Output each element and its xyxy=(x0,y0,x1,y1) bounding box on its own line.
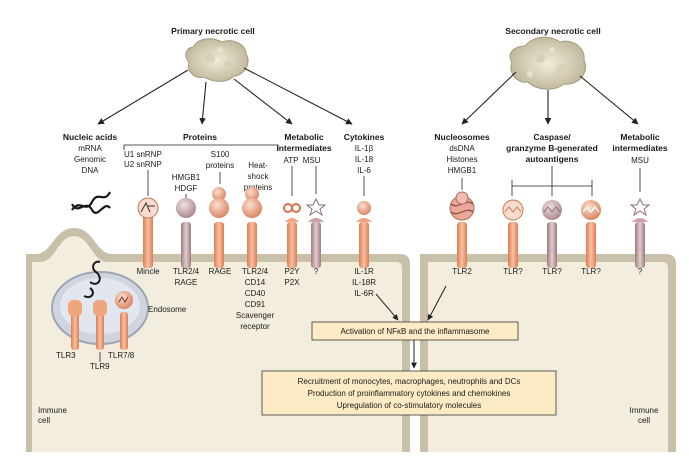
outcome-line-2: Production of proinflammatory cytokines … xyxy=(308,389,511,398)
nucleic-acids-line-1: mRNA xyxy=(78,144,102,153)
il6r-label: IL-6R xyxy=(354,289,374,298)
metabolic-heading-2: intermediates xyxy=(276,143,332,153)
proteins-heading: Proteins xyxy=(183,132,217,142)
tlr24-a-label: TLR2/4 xyxy=(173,267,200,276)
rage-receptor xyxy=(209,187,229,268)
scavenger-label-2: receptor xyxy=(240,322,270,331)
rage-a-label: RAGE xyxy=(175,278,198,287)
rage-b-label: RAGE xyxy=(209,267,232,276)
proteins-bracket xyxy=(123,144,279,150)
metabolic-heading-1: Metabolic xyxy=(284,132,323,142)
nucleic-acids-line-2: Genomic xyxy=(74,155,106,164)
immune-cell-left-label-2: cell xyxy=(38,416,50,425)
caspase-heading-2: granzyme B-generated xyxy=(506,143,598,153)
receptors-left xyxy=(137,187,372,268)
right-metabolic-heading-2: intermediates xyxy=(612,143,668,153)
s100-line-1: S100 xyxy=(211,150,230,159)
snrnp-line-2: U2 snRNP xyxy=(124,160,162,169)
ligand-connectors xyxy=(147,166,365,198)
primary-cell-title: Primary necrotic cell xyxy=(171,26,255,36)
nucleic-acids-heading: Nucleic acids xyxy=(63,132,118,142)
mincle-receptor xyxy=(137,197,159,268)
tlr24-receptor-b xyxy=(242,187,262,268)
outcome-line-3: Upregulation of co-stimulatory molecules xyxy=(337,401,482,410)
necrotic-release-arrows xyxy=(97,67,639,125)
nucleosomes-line-3: HMGB1 xyxy=(448,166,477,175)
unknown-right-label: ? xyxy=(638,267,643,276)
dna-icon xyxy=(71,191,111,214)
tlr78-label: TLR7/8 xyxy=(108,351,135,360)
endosome-label: Endosome xyxy=(148,305,187,314)
nucleosomes-line-1: dsDNA xyxy=(449,144,475,153)
tlr2-label: TLR2 xyxy=(452,267,472,276)
cytokines-heading: Cytokines xyxy=(344,132,385,142)
tlr3-label: TLR3 xyxy=(56,351,76,360)
right-metabolic-items: MSU xyxy=(631,156,649,165)
cd91-label: CD91 xyxy=(245,300,266,309)
activation-box: Activation of NFκB and the inflammasome xyxy=(311,321,519,341)
unknown-left-label: ? xyxy=(314,267,319,276)
msu-receptor-left xyxy=(305,197,327,268)
endosome-receptors xyxy=(68,260,133,350)
secondary-necrotic-cell xyxy=(509,36,586,90)
tlrq-receptor-3 xyxy=(581,200,601,268)
heat-line-3: proteins xyxy=(244,183,272,192)
endosome-dna-icon xyxy=(83,260,101,298)
il1r-label: IL-1R xyxy=(354,267,374,276)
msu-receptor-right xyxy=(629,197,651,268)
il18r-label: IL-18R xyxy=(352,278,376,287)
tlr24-b-label: TLR2/4 xyxy=(242,267,269,276)
hmgb-line-2: HDGF xyxy=(175,184,198,193)
nucleosomes-line-2: Histones xyxy=(446,155,477,164)
nucleic-acids-line-3: DNA xyxy=(82,166,100,175)
immune-cell-left-label-1: Immune xyxy=(38,406,67,415)
p2x-label: P2X xyxy=(284,278,300,287)
il-receptor xyxy=(356,201,372,268)
s100-line-2: proteins xyxy=(206,161,234,170)
tlr3-receptor xyxy=(68,300,82,350)
tlr9-label: TLR9 xyxy=(90,362,110,371)
hmgb-line-1: HMGB1 xyxy=(172,173,201,182)
caspase-heading-3: autoantigens xyxy=(526,154,579,164)
tlr9-receptor xyxy=(93,300,107,350)
nucleosomes-heading: Nucleosomes xyxy=(434,132,490,142)
tlr2-receptor xyxy=(449,191,475,268)
cd40-label: CD40 xyxy=(245,289,266,298)
activation-text: Activation of NFκB and the inflammasome xyxy=(341,327,491,336)
snrnp-line-1: U1 snRNP xyxy=(124,150,162,159)
mincle-label: Mincle xyxy=(136,267,160,276)
signal-arrows xyxy=(375,285,447,369)
p2-receptor xyxy=(283,203,301,268)
outcomes-box: Recruitment of monocytes, macrophages, n… xyxy=(261,370,557,416)
p2y-label: P2Y xyxy=(284,267,300,276)
tlrq-receptor-1 xyxy=(502,199,524,268)
secondary-cell-title: Secondary necrotic cell xyxy=(505,26,600,36)
tlr24-receptor-a xyxy=(176,198,196,268)
immune-cell-right-label-1: Immune xyxy=(630,406,659,415)
caspase-heading-1: Caspase/ xyxy=(533,132,571,142)
primary-necrotic-cell xyxy=(185,38,249,82)
receptors-right xyxy=(449,191,651,268)
caspase-bracket xyxy=(511,166,593,187)
tlrq1-label: TLR? xyxy=(503,267,523,276)
scavenger-label-1: Scavenger xyxy=(236,311,275,320)
heat-line-1: Heat- xyxy=(248,161,268,170)
cytokines-line-2: IL-18 xyxy=(355,155,374,164)
immune-cell-right-label-2: cell xyxy=(638,416,650,425)
cd14-label: CD14 xyxy=(245,278,266,287)
outcome-line-1: Recruitment of monocytes, macrophages, n… xyxy=(298,377,521,386)
tlr78-receptor xyxy=(115,291,133,350)
right-metabolic-heading-1: Metabolic xyxy=(620,132,659,142)
tlrq-receptor-2 xyxy=(542,200,562,268)
tlrq3-label: TLR? xyxy=(581,267,601,276)
heat-line-2: shock xyxy=(248,172,270,181)
cytokines-line-1: IL-1β xyxy=(355,144,374,153)
tlrq2-label: TLR? xyxy=(542,267,562,276)
metabolic-items: ATP MSU xyxy=(283,156,320,165)
cytokines-line-3: IL-6 xyxy=(357,166,371,175)
